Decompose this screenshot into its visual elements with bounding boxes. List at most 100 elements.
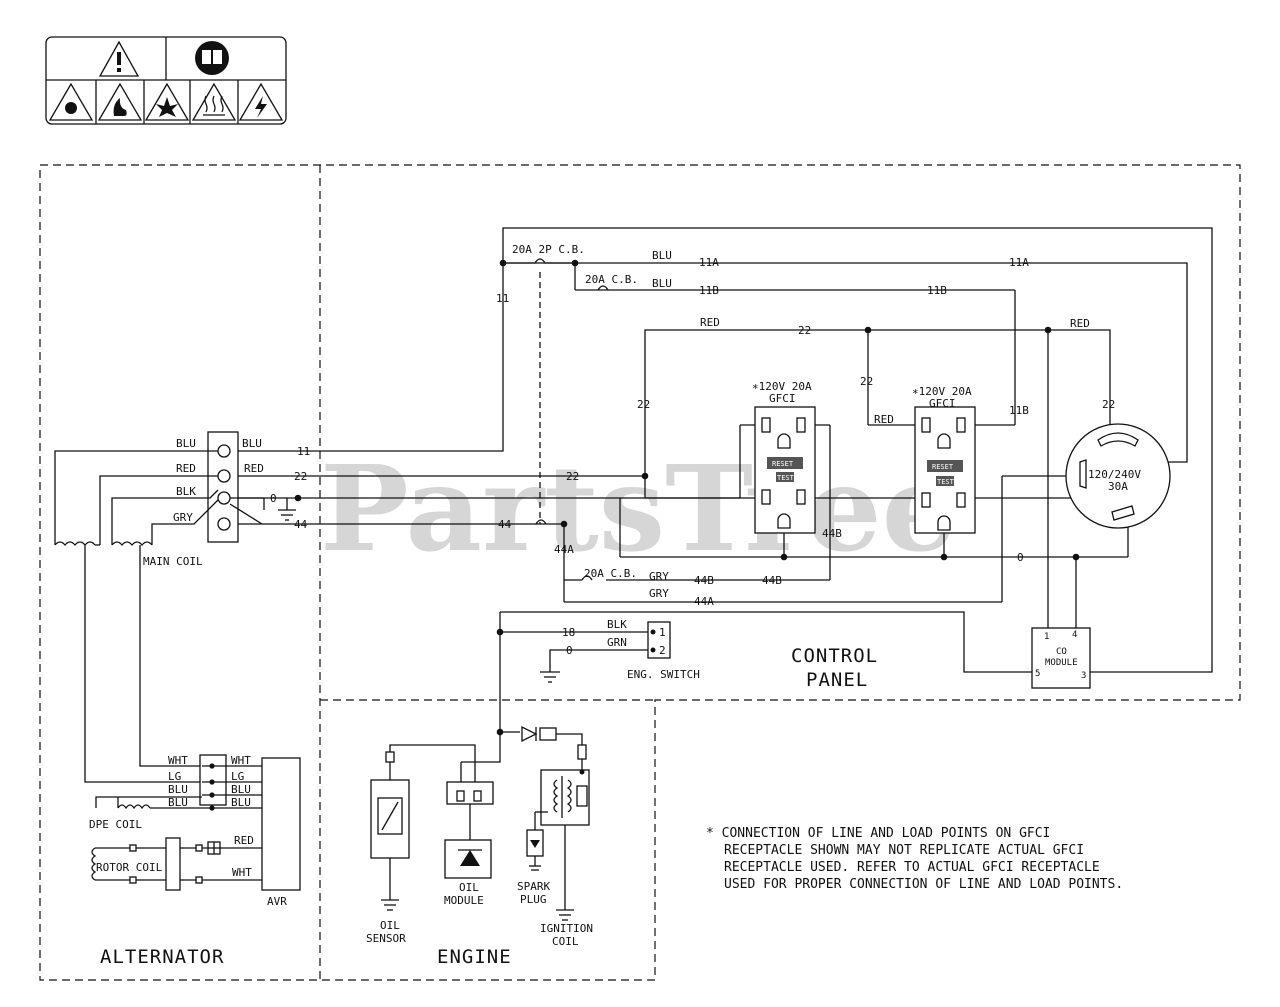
eng-switch-pin2: 2 (659, 644, 666, 657)
gfci-note: * CONNECTION OF LINE AND LOAD POINTS ON … (706, 826, 1123, 892)
wire-44b-mid-label: 44B (762, 574, 782, 587)
wire-44-label: 44 (294, 518, 308, 531)
avr-wht-right: WHT (231, 754, 251, 767)
wire-11b-right-label: 11B (927, 284, 947, 297)
breaker-44b-label: 20A C.B. (584, 567, 637, 580)
oil-module-label-1: OIL (459, 881, 479, 894)
wire-0-switch-label: 0 (566, 644, 573, 657)
oil-module-label-2: MODULE (444, 894, 484, 907)
note-line-3: RECEPTACLE USED. REFER TO ACTUAL GFCI RE… (724, 860, 1100, 875)
warning-label (45, 36, 287, 125)
avr-lg-left: LG (168, 770, 181, 783)
wire-0-label: 0 (270, 492, 277, 505)
twist-lock-receptacle: 120/240V 30A (1065, 423, 1171, 529)
main-coil-label: MAIN COIL (143, 555, 203, 568)
twist-lock-amps: 30A (1108, 480, 1128, 493)
wire-44a-label: 44A (554, 543, 574, 556)
junctions (294, 259, 1080, 736)
ignition-coil-label-1: IGNITION (540, 922, 593, 935)
color-gry-44a: GRY (649, 587, 669, 600)
note-line-4: USED FOR PROPER CONNECTION OF LINE AND L… (724, 877, 1123, 892)
wire-22-label: 22 (294, 470, 307, 483)
avr-blu1-left: BLU (168, 783, 188, 796)
dpe-coil-label: DPE COIL (89, 818, 142, 831)
gfci2-rating: ∗120V 20A (912, 385, 972, 398)
wire-11a-right-label: 11A (1009, 256, 1029, 269)
gfci2-name: GFCI (929, 397, 956, 410)
avr-lg-right: LG (231, 770, 244, 783)
avr-blu2-left: BLU (168, 796, 188, 809)
wire-11-label: 11 (297, 445, 310, 458)
rotor-red-label: RED (234, 834, 254, 847)
main-coil-terminal-block: BLU RED BLK GRY BLU RED MAIN COIL (54, 431, 264, 783)
gfci2-reset: RESET (932, 463, 954, 471)
toxic-fumes-icon (48, 82, 94, 121)
wire-11b-label: 11B (699, 284, 719, 297)
co-label-2: MODULE (1045, 658, 1078, 668)
wire-22-mid-label: 22 (566, 470, 579, 483)
co-label-1: CO (1056, 647, 1067, 657)
tb-left-blu: BLU (176, 437, 196, 450)
wire-11a-label: 11A (699, 256, 719, 269)
avr-label: AVR (267, 895, 287, 908)
avr-wht-left: WHT (168, 754, 188, 767)
color-blu-11b: BLU (652, 277, 672, 290)
gfci1-reset: RESET (772, 460, 794, 468)
tb-right-red: RED (244, 462, 264, 475)
wire-44-mid-label: 44 (498, 518, 512, 531)
avr-blu1-right: BLU (231, 783, 251, 796)
hot-surface-icon (191, 82, 237, 121)
wire-44a-bottom-label: 44A (694, 595, 714, 608)
wire-22-gfci2-label: 22 (860, 375, 873, 388)
engine-components: OIL SENSOR OIL MODULE IGNITION (366, 725, 593, 948)
wire-22-top-label: 22 (798, 324, 811, 337)
color-red-twistlock: RED (1070, 317, 1090, 330)
section-boundaries (39, 164, 1241, 981)
color-gry-44b: GRY (649, 570, 669, 583)
spark-plug-label-1: SPARK (517, 880, 550, 893)
wire-18-label: 18 (562, 626, 575, 639)
color-blk-18: BLK (607, 618, 627, 631)
tb-left-blk: BLK (176, 485, 196, 498)
oil-sensor-label-1: OIL (380, 919, 400, 932)
wire-22-vert-label: 22 (637, 398, 650, 411)
color-grn-0: GRN (607, 636, 627, 649)
read-manual-icon (195, 41, 229, 75)
wire-labels: 11 11 22 22 22 22 22 22 0 0 0 44 44 44A … (270, 243, 1115, 657)
eng-switch-pin1: 1 (659, 626, 666, 639)
explosion-icon (144, 82, 190, 121)
note-line-1: * CONNECTION OF LINE AND LOAD POINTS ON … (706, 826, 1050, 841)
gfci-receptacle-2: ∗120V 20A GFCI RESET TEST (912, 385, 976, 534)
gfci-receptacle-1: ∗120V 20A GFCI RESET TEST (752, 380, 816, 534)
fire-icon (97, 82, 143, 121)
note-line-2: RECEPTACLE SHOWN MAY NOT REPLICATE ACTUA… (724, 843, 1084, 858)
gfci1-test: TEST (777, 474, 795, 482)
engine-switch: 1 2 ENG. SWITCH (627, 621, 700, 681)
avr-section: AVR WHT LG BLU BLU WHT LG BLU BLU DPE CO… (89, 754, 301, 908)
gfci2-test: TEST (937, 478, 955, 486)
gfci1-name: GFCI (769, 392, 796, 405)
eng-switch-label: ENG. SWITCH (627, 668, 700, 681)
warning-triangle-icon (98, 40, 140, 77)
control-panel-title-2: PANEL (806, 669, 868, 691)
wire-11-vert-label: 11 (496, 292, 509, 305)
color-blu-11a: BLU (652, 249, 672, 262)
tb-left-red: RED (176, 462, 196, 475)
tb-right-blu: BLU (242, 437, 262, 450)
wire-network (232, 227, 1213, 733)
rotor-coil-label: ROTOR COIL (96, 861, 163, 874)
co-pin1: 1 (1044, 632, 1049, 642)
breaker-11b-label: 20A C.B. (585, 273, 638, 286)
twist-lock-voltage: 120/240V (1088, 468, 1141, 481)
wire-11b-vert-label: 11B (1009, 404, 1029, 417)
control-panel-title-1: CONTROL (791, 645, 878, 667)
co-pin4: 4 (1072, 630, 1077, 640)
color-red-22: RED (700, 316, 720, 329)
color-red-gfci2: RED (874, 413, 894, 426)
alternator-section-title: ALTERNATOR (100, 946, 224, 968)
wire-44b-label: 44B (694, 574, 714, 587)
wire-44b-gfci-label: 44B (822, 527, 842, 540)
electric-shock-icon (238, 82, 284, 121)
co-pin3: 3 (1081, 671, 1086, 681)
